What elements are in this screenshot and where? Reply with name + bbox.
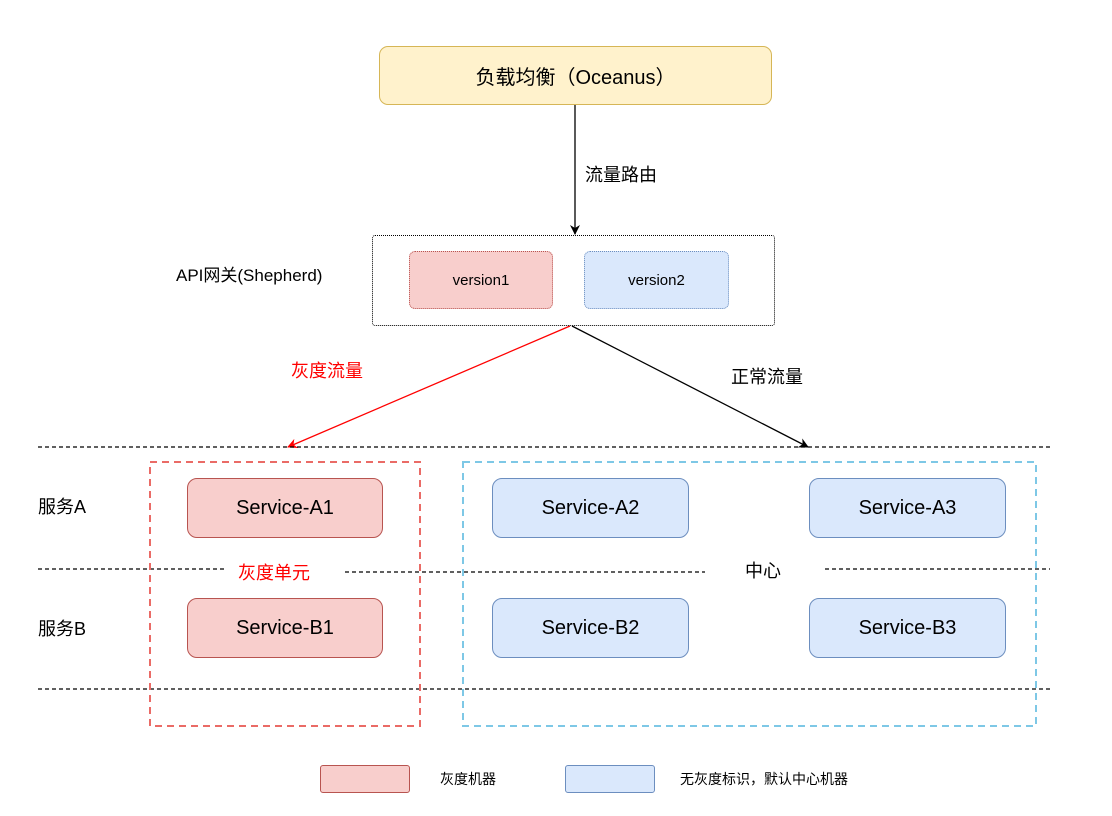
gray-flow-label: 灰度流量: [291, 361, 363, 381]
load-balancer-box: 负载均衡（Oceanus）: [379, 46, 772, 105]
service-b2-box: Service-B2: [492, 598, 689, 658]
service-b1-box: Service-B1: [187, 598, 383, 658]
service-b2-label: Service-B2: [541, 616, 640, 639]
routing-label: 流量路由: [585, 165, 657, 185]
gray-unit-border: [149, 461, 421, 727]
service-b3-label: Service-B3: [858, 616, 957, 639]
gateway-box: [372, 235, 775, 326]
service-a3-box: Service-A3: [809, 478, 1006, 538]
legend-center-label: 无灰度标识，默认中心机器: [680, 771, 848, 787]
service-b3-box: Service-B3: [809, 598, 1006, 658]
normal-flow-arrow: [571, 325, 809, 448]
service-a1-label: Service-A1: [236, 496, 334, 519]
legend-center-swatch: [565, 765, 655, 793]
version1-box: version1: [409, 251, 553, 309]
service-b-row-label: 服务B: [38, 619, 87, 639]
center-label: 中心: [745, 561, 781, 581]
version2-box: version2: [584, 251, 729, 309]
service-a2-label: Service-A2: [541, 496, 640, 519]
service-b1-label: Service-B1: [236, 616, 334, 639]
load-balancer-label: 负载均衡（Oceanus）: [475, 67, 676, 89]
version1-label: version1: [452, 271, 510, 289]
legend-gray-label: 灰度机器: [440, 771, 496, 787]
service-a-row-label: 服务A: [38, 497, 87, 517]
gray-unit-label: 灰度单元: [238, 563, 310, 583]
service-a3-label: Service-A3: [858, 496, 957, 519]
service-a2-box: Service-A2: [492, 478, 689, 538]
normal-flow-label: 正常流量: [731, 367, 803, 387]
version2-label: version2: [628, 271, 685, 289]
gray-flow-arrow: [287, 325, 571, 449]
service-a1-box: Service-A1: [187, 478, 383, 538]
legend-gray-swatch: [320, 765, 410, 793]
gateway-label: API网关(Shepherd): [176, 266, 323, 285]
center-unit-border: [462, 461, 1037, 727]
